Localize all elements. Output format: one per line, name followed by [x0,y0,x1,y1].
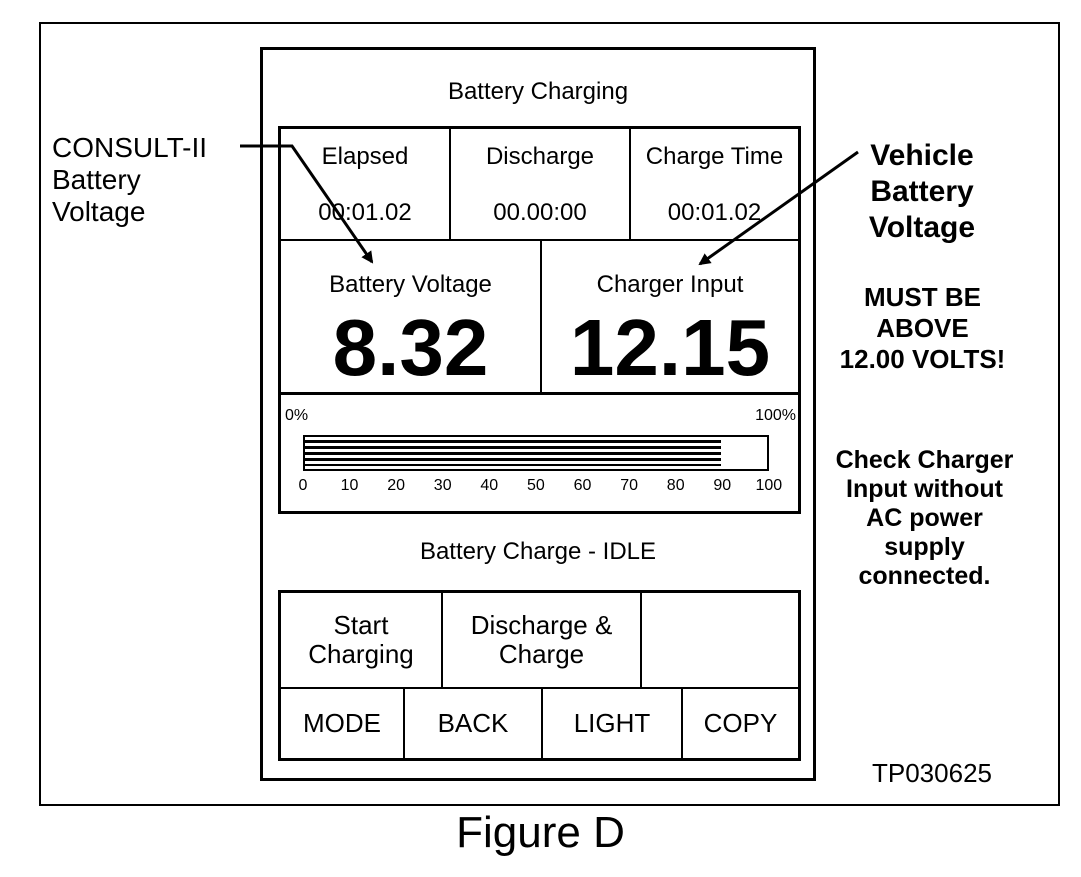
consult-annotation: CONSULT-II Battery Voltage [52,132,208,227]
elapsed-value: 00:01.02 [318,199,412,226]
start-charging-button[interactable]: Start Charging [281,593,443,689]
figure-caption: Figure D [456,808,625,857]
copy-button[interactable]: COPY [703,708,778,739]
progress-tick-label: 10 [340,477,359,494]
figure-frame [39,22,1060,806]
progress-tick-label: 100 [755,477,783,494]
vehicle-arrow [698,150,859,266]
charge-progress-bar [303,435,769,471]
charger-input-label: Charger Input [596,271,744,298]
elapsed-cell: Elapsed 00:01.02 [281,129,451,241]
progress-tick-label: 50 [527,477,545,494]
empty-softkey-button[interactable] [642,593,798,689]
charge-progress-fill [305,440,721,466]
charge-time-label: Charge Time [645,143,784,170]
battery-voltage-value: 8.32 [332,303,489,392]
consult-screen: Battery Charging Elapsed 00:01.02 Discha… [260,47,816,781]
progress-tick-label: 60 [573,477,592,494]
button-panel: Start Charging Discharge & Charge MODE B… [278,590,801,761]
light-button[interactable]: LIGHT [543,689,683,758]
discharge-label: Discharge [485,143,595,170]
figure-code: TP030625 [872,758,992,788]
voltage-warning: MUST BE ABOVE 12.00 VOLTS! [839,282,1006,374]
progress-tick-label: 70 [620,477,638,494]
progress-tick-label: 30 [433,477,452,494]
mode-button[interactable]: MODE [281,689,405,758]
charger-input-value: 12.15 [569,303,771,392]
discharge-charge-button[interactable]: Discharge & Charge [443,593,642,689]
discharge-value: 00.00:00 [493,199,587,226]
consult-arrow [240,144,374,264]
elapsed-label: Elapsed [321,143,409,170]
screen-title: Battery Charging [447,78,629,105]
progress-max-label: 100% [755,407,796,424]
charge-status: Battery Charge - IDLE [419,538,657,565]
charger-input-cell: Charger Input 12.15 [542,241,798,395]
vehicle-annotation: Vehicle Battery Voltage [868,139,976,244]
charge-time-cell: Charge Time 00:01.02 [631,129,798,241]
progress-min-label: 0% [285,407,309,424]
progress-tick-labels: 0 10 20 30 40 50 60 70 80 90 100 [299,477,783,497]
battery-voltage-label: Battery Voltage [329,271,492,298]
progress-tick-label: 40 [480,477,499,494]
battery-voltage-cell: Battery Voltage 8.32 [281,241,542,395]
progress-tick-label: 20 [387,477,405,494]
check-charger-note: Check Charger Input without AC power sup… [835,446,1014,590]
back-button[interactable]: BACK [405,689,543,758]
progress-tick-label: 0 [298,477,308,494]
discharge-cell: Discharge 00.00:00 [451,129,631,241]
charge-progress-section: 0% 100% 0 10 20 30 40 50 60 70 80 90 100 [281,395,798,511]
progress-tick-label: 80 [666,477,685,494]
readout-panel: Elapsed 00:01.02 Discharge 00.00:00 Char… [278,126,801,514]
charge-time-value: 00:01.02 [667,199,762,226]
progress-tick-label: 90 [713,477,732,494]
